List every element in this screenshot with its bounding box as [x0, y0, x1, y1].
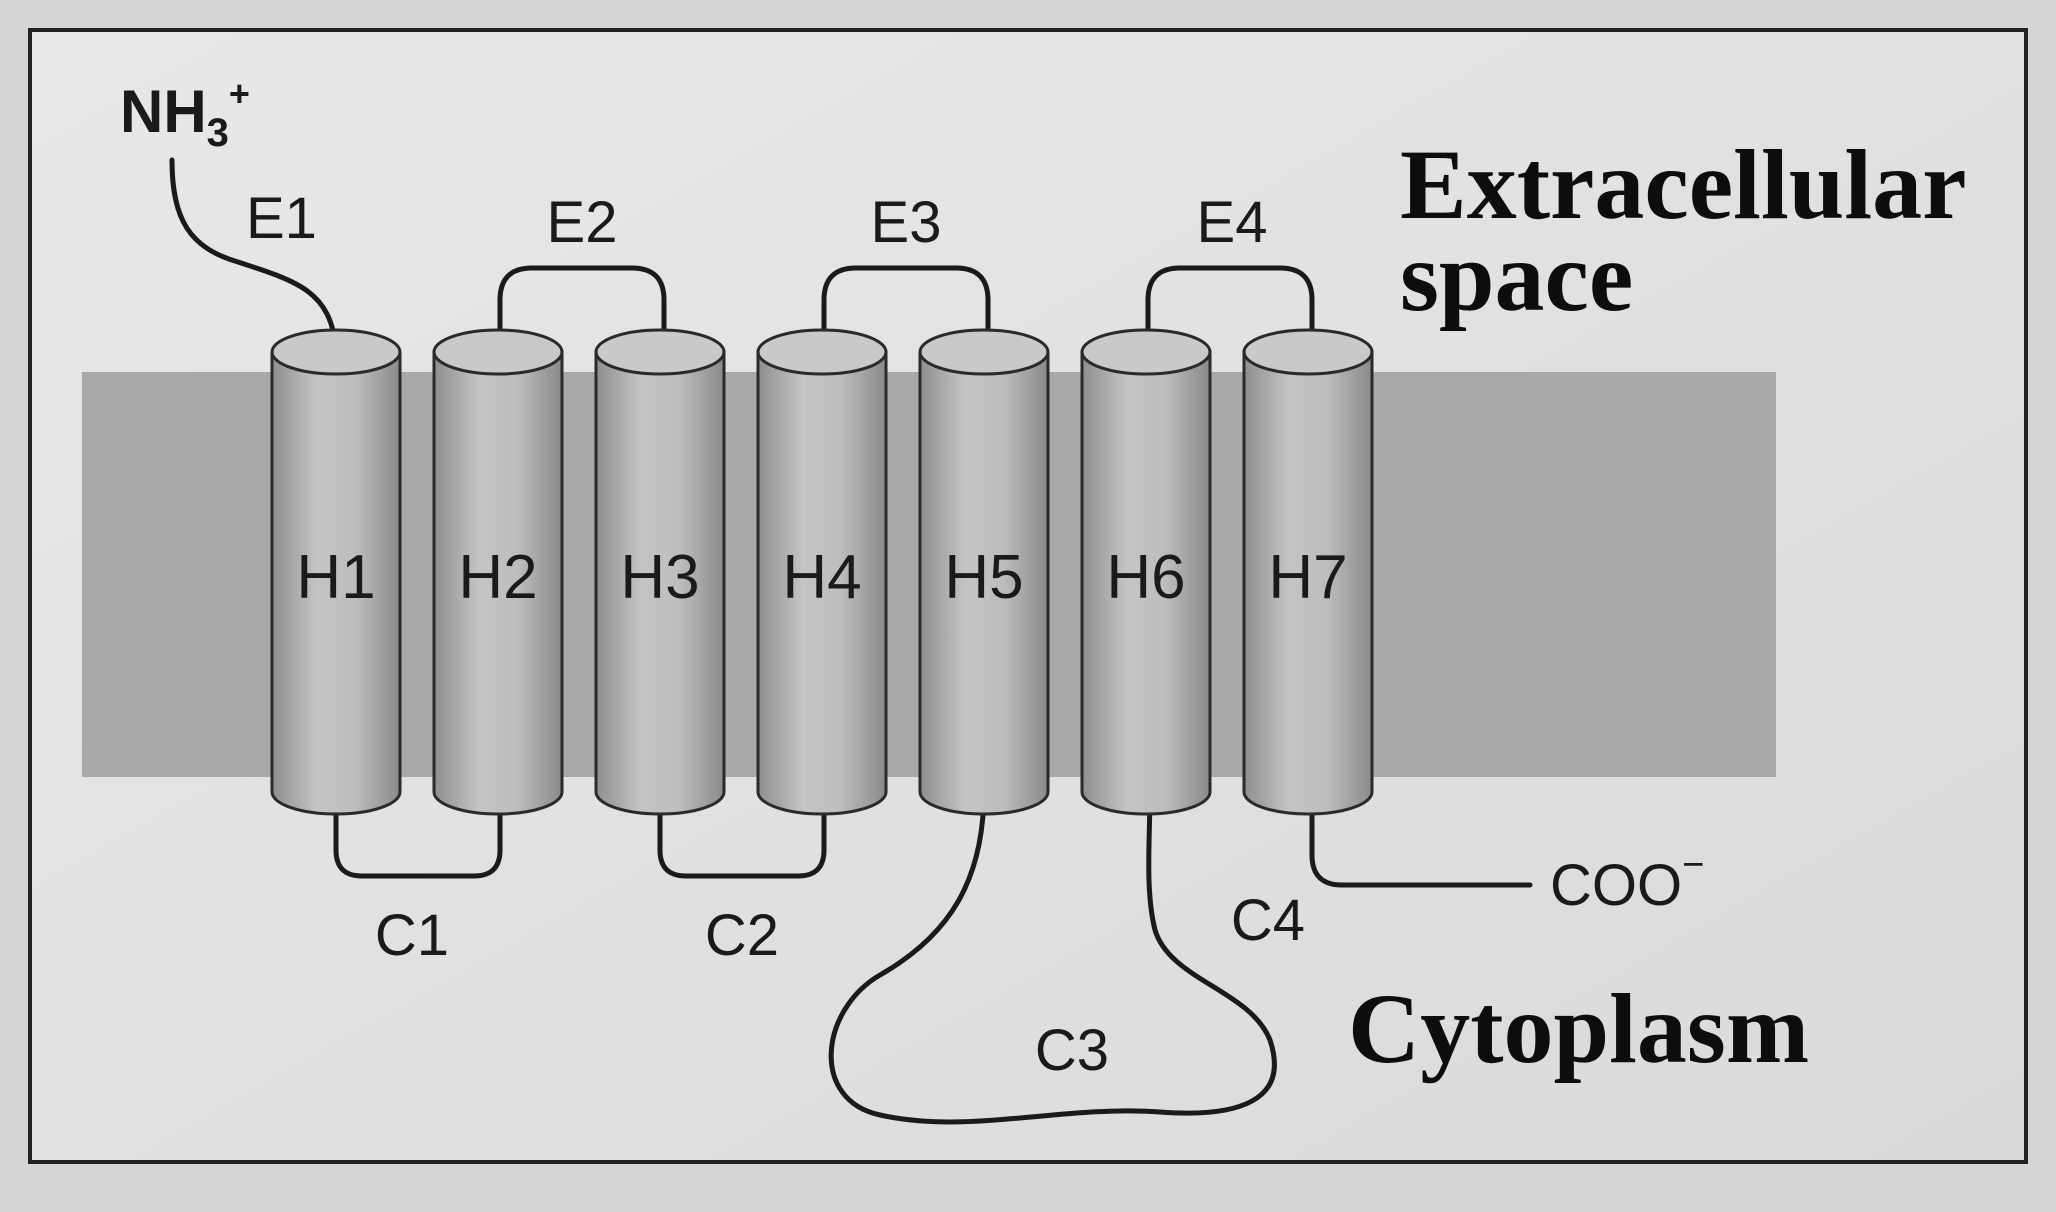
loop-e2	[497, 265, 667, 355]
helix-label: H1	[296, 543, 375, 612]
helix-label: H2	[458, 543, 537, 612]
helix-body	[594, 350, 726, 816]
helix-body	[1080, 350, 1212, 816]
helix-body	[1242, 350, 1374, 816]
helix-h4: H4	[756, 328, 888, 816]
c-terminal-tail	[1309, 787, 1533, 888]
helix-top-cap	[1242, 328, 1374, 376]
loop-c2	[657, 787, 827, 879]
helix-h5: H5	[918, 328, 1050, 816]
loop-label-e3: E3	[871, 190, 942, 255]
loop-label-e4: E4	[1197, 190, 1268, 255]
cytoplasm-label: Cytoplasm	[1348, 973, 1809, 1084]
helix-h2: H2	[432, 328, 564, 816]
helix-h3: H3	[594, 328, 726, 816]
helix-body	[432, 350, 564, 816]
loop-label-c3: C3	[1035, 1018, 1109, 1083]
loop-label-e2: E2	[547, 190, 618, 255]
helix-top-cap	[432, 328, 564, 376]
helix-h7: H7	[1242, 328, 1374, 816]
c-terminus-label: COO−	[1550, 844, 1704, 918]
helix-body	[270, 350, 402, 816]
loop-c3	[828, 787, 1277, 1125]
helix-top-cap	[1080, 328, 1212, 376]
helix-h1: H1	[270, 328, 402, 816]
helix-h6: H6	[1080, 328, 1212, 816]
loop-label-c2: C2	[705, 903, 779, 968]
helix-top-cap	[270, 328, 402, 376]
n-terminal-tail	[169, 157, 339, 351]
helix-body	[756, 350, 888, 816]
loop-e3	[821, 265, 991, 355]
helix-label: H7	[1268, 543, 1347, 612]
loop-label-c4: C4	[1231, 888, 1305, 953]
extracellular-label-line1: Extracellular	[1400, 129, 1967, 240]
loop-label-c1: C1	[375, 903, 449, 968]
loop-c1	[333, 787, 503, 879]
helix-top-cap	[756, 328, 888, 376]
loop-label-e1: E1	[246, 186, 317, 251]
extracellular-label-line2: space	[1400, 221, 1633, 332]
helix-label: H5	[944, 543, 1023, 612]
helix-label: H4	[782, 543, 861, 612]
helix-top-cap	[594, 328, 726, 376]
helix-body	[918, 350, 1050, 816]
helix-label: H6	[1106, 543, 1185, 612]
helix-top-cap	[918, 328, 1050, 376]
loop-e4	[1145, 265, 1315, 355]
helix-label: H3	[620, 543, 699, 612]
n-terminus-label: NH3+	[120, 73, 250, 155]
